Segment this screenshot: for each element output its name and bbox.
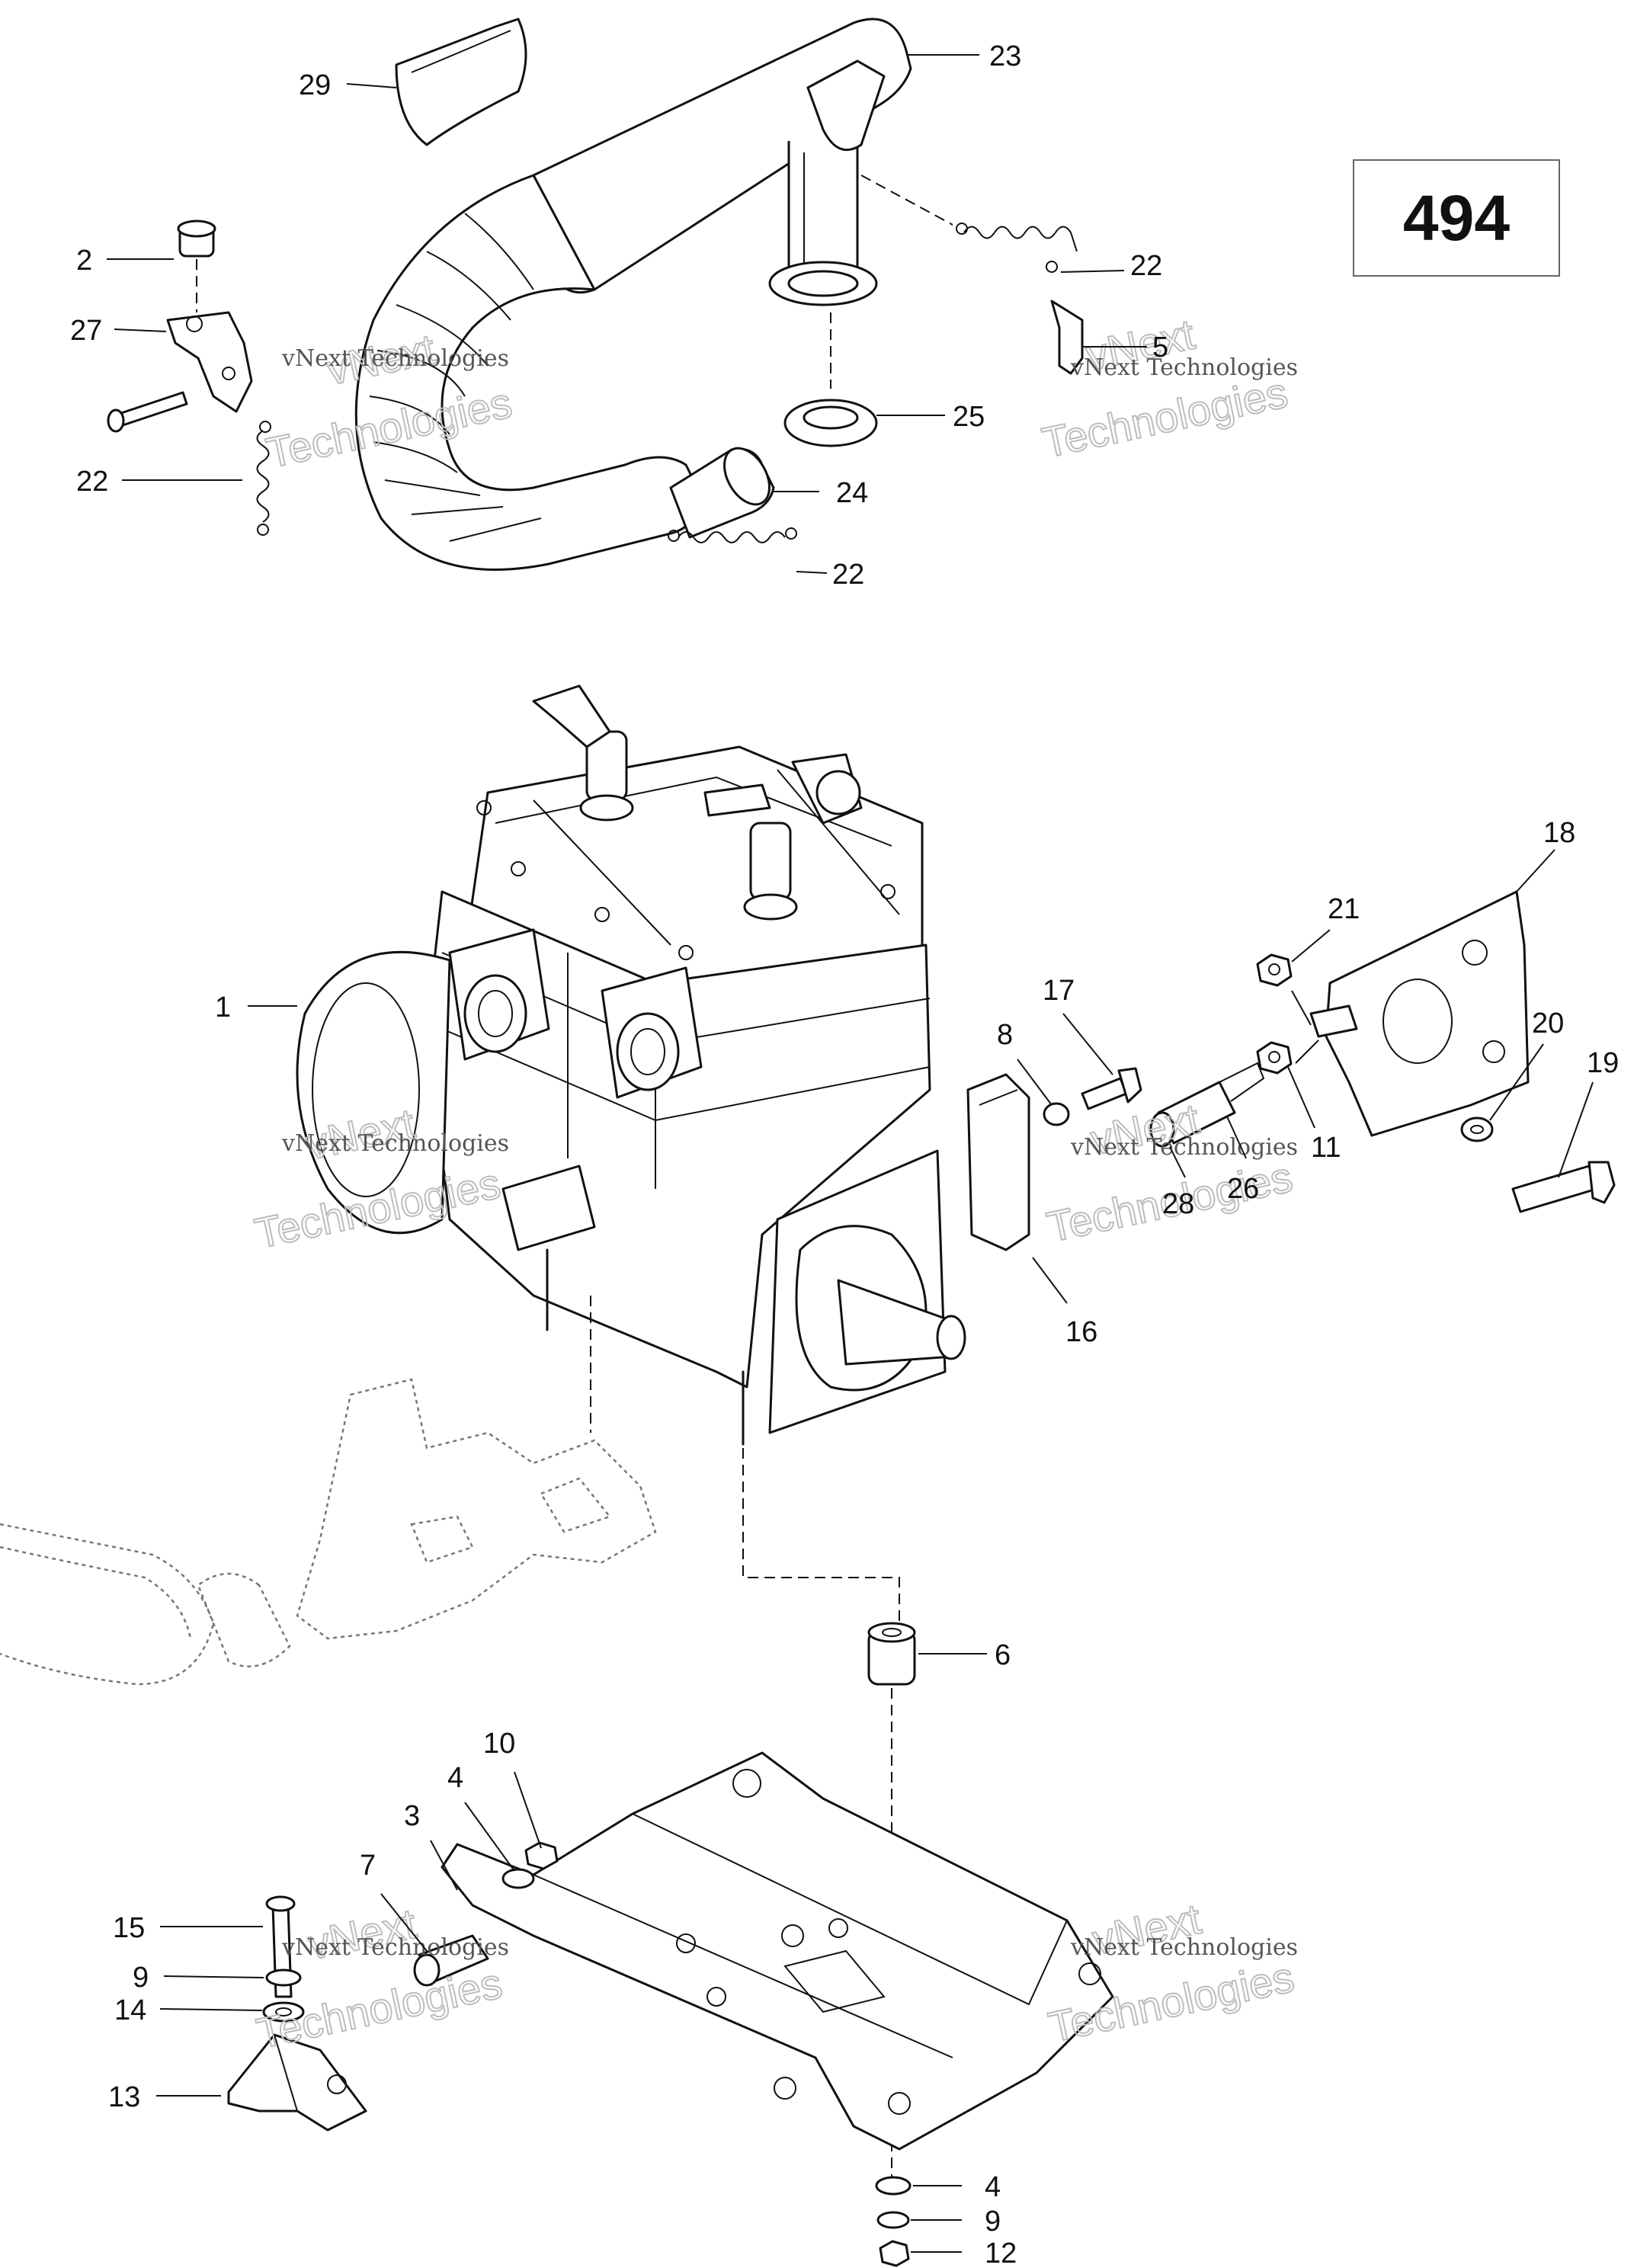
exhaust-pipe-drawing (107, 18, 1084, 571)
callout-6: 6 (995, 1639, 1011, 1671)
callout-8: 8 (997, 1019, 1013, 1051)
callout-20: 20 (1532, 1007, 1564, 1040)
watermark-6: vNext Technologies (1070, 1934, 1298, 1961)
callout-10: 10 (483, 1728, 515, 1760)
watermark-technologies-2: Technologies (1038, 368, 1292, 467)
intake-manifold-ghost (0, 1378, 657, 1686)
watermark-4: vNext Technologies (1070, 1134, 1298, 1161)
diagram-number-badge: 494 (1353, 159, 1560, 277)
callout-22-lower: 22 (832, 559, 864, 591)
callout-12: 12 (985, 2238, 1017, 2268)
callout-9-lower: 9 (985, 2206, 1001, 2238)
watermark-2: vNext Technologies (1070, 354, 1298, 381)
callout-14: 14 (114, 1994, 146, 2026)
diagram-number: 494 (1403, 182, 1510, 254)
callout-28: 28 (1162, 1188, 1194, 1220)
callout-7: 7 (360, 1850, 376, 1882)
callout-22-left: 22 (76, 466, 108, 498)
callout-16: 16 (1065, 1316, 1097, 1348)
callout-11: 11 (1311, 1132, 1341, 1164)
callout-9-upper: 9 (133, 1962, 149, 1994)
callout-22-right: 22 (1130, 250, 1162, 282)
engine-support-drawing (227, 1622, 1114, 2267)
callout-4-lower: 4 (985, 2171, 1001, 2203)
callout-19: 19 (1587, 1047, 1619, 1079)
callout-3: 3 (404, 1800, 420, 1832)
callout-21: 21 (1328, 893, 1360, 925)
callout-13: 13 (108, 2081, 140, 2113)
callout-25: 25 (953, 401, 985, 433)
callout-5: 5 (1152, 332, 1168, 364)
rear-mount-parts (966, 890, 1616, 1251)
callout-23: 23 (989, 40, 1021, 72)
watermark-5: vNext Technologies (281, 1934, 509, 1961)
callout-1: 1 (215, 991, 231, 1023)
callout-27: 27 (70, 315, 102, 347)
watermark-1: vNext Technologies (281, 345, 509, 372)
callout-4-upper: 4 (447, 1762, 463, 1794)
callout-2: 2 (76, 245, 92, 277)
callout-15: 15 (113, 1912, 145, 1944)
callout-29: 29 (299, 69, 331, 101)
watermark-3: vNext Technologies (281, 1130, 509, 1157)
engine-drawing (296, 684, 966, 1631)
callouts: 29 23 2 27 22 22 5 25 24 22 18 21 (70, 40, 1619, 2268)
callout-17: 17 (1043, 975, 1075, 1007)
callout-18: 18 (1543, 817, 1575, 849)
callout-26: 26 (1227, 1173, 1259, 1205)
callout-24: 24 (836, 477, 868, 509)
